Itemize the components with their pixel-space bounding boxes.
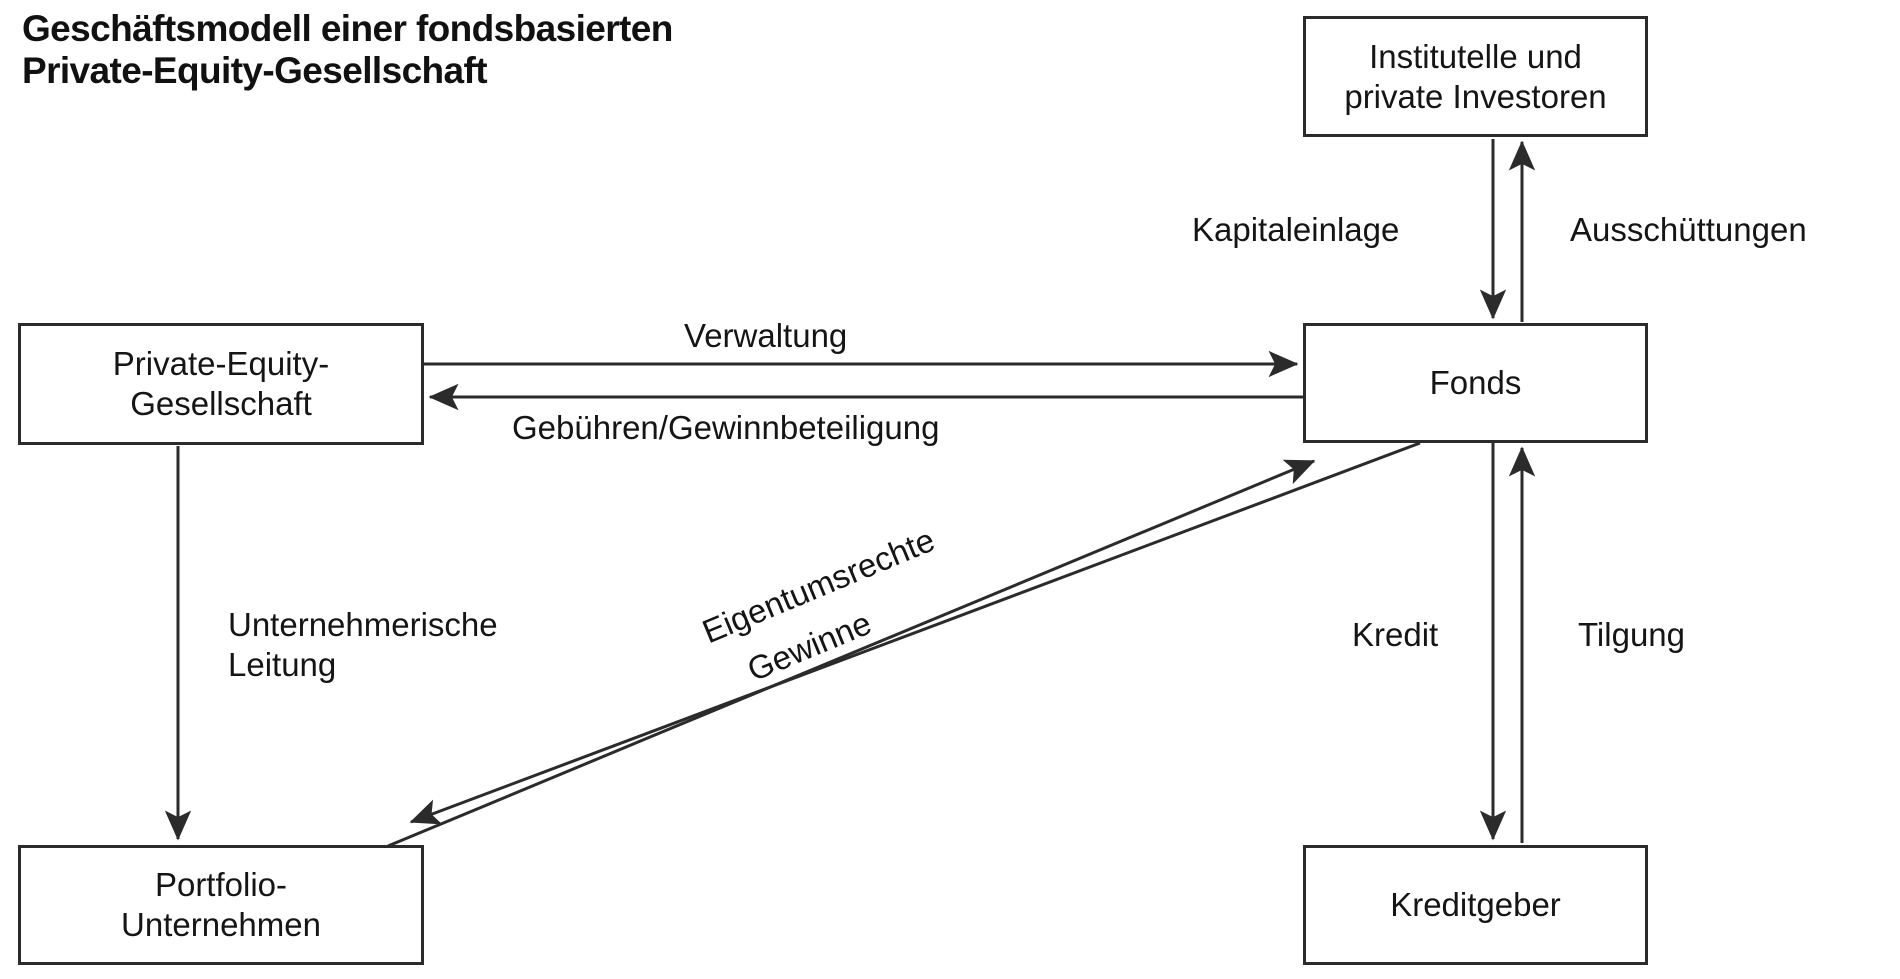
node-portfolio-unternehmen[interactable]: Portfolio- Unternehmen (18, 845, 424, 965)
edge-label-ausschuettungen: Ausschüttungen (1570, 211, 1807, 248)
node-investors[interactable]: Institutelle und private Investoren (1303, 16, 1648, 137)
edge-eigentumsrechte (387, 459, 1316, 848)
edge-label-verwaltung: Verwaltung (684, 317, 848, 354)
edge-label-kapitaleinlage: Kapitaleinlage (1192, 211, 1400, 248)
node-kreditgeber[interactable]: Kreditgeber (1303, 845, 1648, 965)
edge-label-unternehmerische-leitung: Unternehmerische Leitung (228, 606, 498, 684)
edge-gewinne (409, 441, 1421, 825)
edge-label-tilgung: Tilgung (1578, 616, 1686, 653)
page-title: Geschäftsmodell einer fondsbasierten Pri… (22, 8, 673, 91)
edge-label-gebuehren-gewinnbeteiligung: Gebühren/Gewinnbeteiligung (512, 409, 940, 446)
edge-label-kredit: Kredit (1352, 616, 1439, 653)
node-fonds[interactable]: Fonds (1303, 323, 1648, 443)
node-private-equity-gesellschaft[interactable]: Private-Equity- Gesellschaft (18, 323, 424, 445)
